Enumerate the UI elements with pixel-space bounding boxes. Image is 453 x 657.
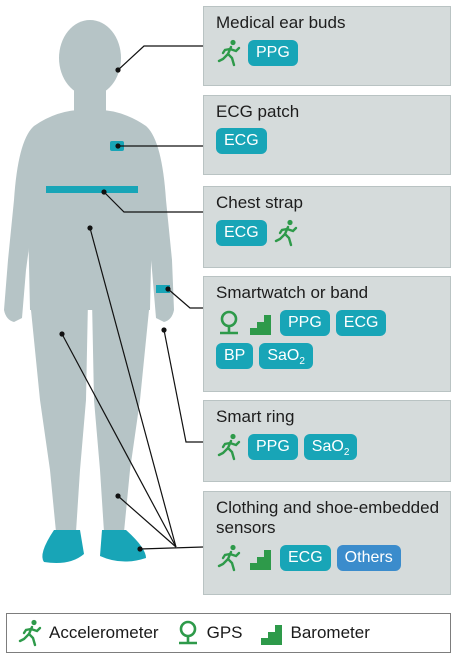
card-tags-row-2: BP SaO2 [216,343,442,369]
card-clothing-shoe-sensors: Clothing and shoe-embedded sensors EC [203,491,451,595]
tag-ecg: ECG [280,545,331,571]
card-chest-strap: Chest strap ECG [203,186,451,268]
tag-ppg: PPG [248,40,298,66]
barometer-icon [259,619,285,647]
legend: Accelerometer GPS Barometer [6,613,451,653]
accelerometer-icon [273,219,299,247]
card-tags: ECG [216,128,442,154]
card-title: Smart ring [216,407,442,427]
tag-sao2-subscript: 2 [344,447,350,458]
tag-ppg: PPG [280,310,330,336]
card-title: Chest strap [216,193,442,213]
card-smartwatch: Smartwatch or band PPG ECG BP S [203,276,451,392]
card-tags: ECG Others [216,544,442,572]
card-title: Medical ear buds [216,13,442,33]
human-silhouette [4,20,174,532]
card-tags: ECG [216,219,442,247]
card-smart-ring: Smart ring PPG SaO2 [203,400,451,482]
tag-ppg: PPG [248,434,298,460]
accelerometer-icon [216,39,242,67]
tag-sao2-subscript: 2 [299,356,305,367]
barometer-icon [248,544,274,572]
tag-sao2: SaO2 [259,343,313,369]
accelerometer-icon [216,433,242,461]
tag-sao2-text: SaO [312,438,344,455]
card-medical-ear-buds: Medical ear buds PPG [203,6,451,86]
legend-label-accelerometer: Accelerometer [49,623,159,643]
card-tags: PPG [216,39,442,67]
card-title: Clothing and shoe-embedded sensors [216,498,442,538]
accelerometer-icon [17,619,43,647]
card-tags-row-1: PPG ECG [216,309,442,337]
gps-icon [175,619,201,647]
tag-bp: BP [216,343,253,369]
barometer-icon [248,309,274,337]
accelerometer-icon [216,544,242,572]
tag-sao2: SaO2 [304,434,358,460]
card-ecg-patch: ECG patch ECG [203,95,451,175]
tag-sao2-text: SaO [267,347,299,364]
card-title: ECG patch [216,102,442,122]
right-shoe [100,530,146,562]
left-shoe [42,530,84,563]
tag-others: Others [337,545,401,571]
chest-strap-band [46,186,138,193]
gps-icon [216,309,242,337]
legend-label-barometer: Barometer [291,623,370,643]
card-title: Smartwatch or band [216,283,442,303]
tag-ecg: ECG [216,128,267,154]
card-tags: PPG SaO2 [216,433,442,461]
tag-ecg: ECG [216,220,267,246]
legend-label-gps: GPS [207,623,243,643]
tag-ecg: ECG [336,310,387,336]
